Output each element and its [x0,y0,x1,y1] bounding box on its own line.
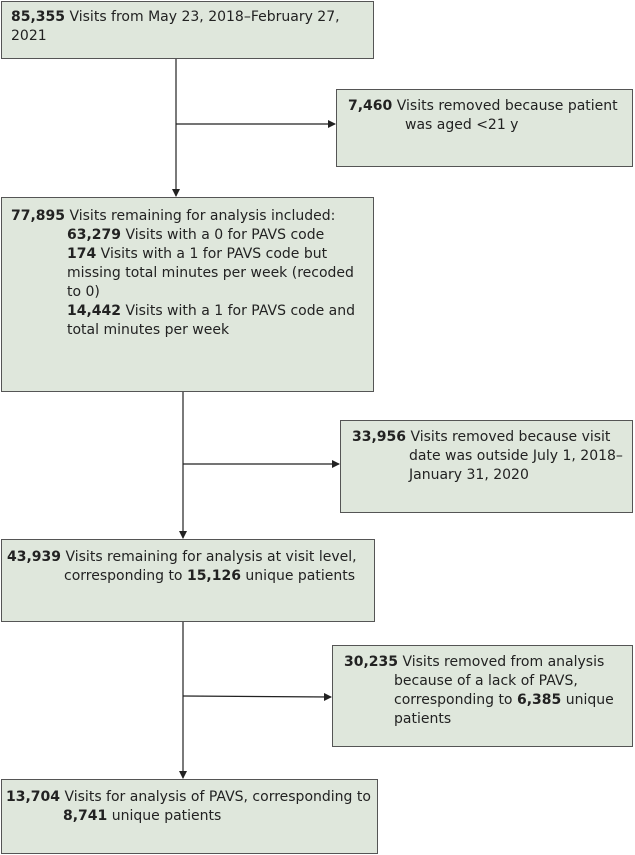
visit-level-text: Visits remaining for analysis at visit l… [61,549,357,584]
item-1-text: Visits with a 0 for PAVS code [121,227,325,243]
excluded-no-pavs-count: 30,235 [344,654,399,670]
included-item-1: 63,279 Visits with a 0 for PAVS code [11,226,367,245]
arrow-to-excl3 [182,692,332,701]
excluded-no-pavs-text: Visits removed from analysis because of … [394,654,605,708]
excluded-no-pavs-patients: 6,385 [516,692,562,708]
excluded-date-text: Visits removed because visit date was ou… [406,429,623,483]
box-excluded-no-pavs: 30,235 Visits removed from analysis beca… [332,645,633,747]
box-total-visits: 85,355 Visits from May 23, 2018–February… [1,1,374,59]
total-visits-text: Visits from May 23, 2018–February 27, 20… [11,9,340,44]
excluded-age-count: 7,460 [348,98,393,114]
total-visits-count: 85,355 [11,9,66,25]
visit-level-patients: 15,126 [186,568,241,584]
included-count: 77,895 [11,208,66,224]
visit-level-text-2: unique patients [240,568,356,584]
included-item-2: 174 Visits with a 1 for PAVS code but mi… [11,245,367,302]
excluded-age-text: Visits removed because patient was aged … [392,98,618,133]
excluded-no-pavs-text-2: unique patients [394,692,614,727]
box-final-analysis: 13,704 Visits for analysis of PAVS, corr… [1,779,378,854]
final-patients: 8,741 [63,808,108,824]
item-2-text: Visits with a 1 for PAVS code but missin… [67,246,354,300]
excluded-date-count: 33,956 [352,429,407,445]
item-3-count: 14,442 [67,303,122,319]
item-1-count: 63,279 [67,227,122,243]
included-text: Visits remaining for analysis included: [65,208,336,224]
final-text-2: unique patients [107,808,222,824]
included-item-3: 14,442 Visits with a 1 for PAVS code and… [11,302,367,340]
visit-level-count: 43,939 [7,549,62,565]
box-excluded-date: 33,956 Visits removed because visit date… [340,420,633,513]
box-excluded-age: 7,460 Visits removed because patient was… [336,89,633,167]
box-visit-level: 43,939 Visits remaining for analysis at … [1,539,375,622]
final-text: Visits for analysis of PAVS, correspondi… [60,789,371,805]
item-2-count: 174 [67,246,97,262]
item-3-text: Visits with a 1 for PAVS code and total … [67,303,355,338]
box-included-visits: 77,895 Visits remaining for analysis inc… [1,197,374,392]
final-count: 13,704 [6,789,61,805]
